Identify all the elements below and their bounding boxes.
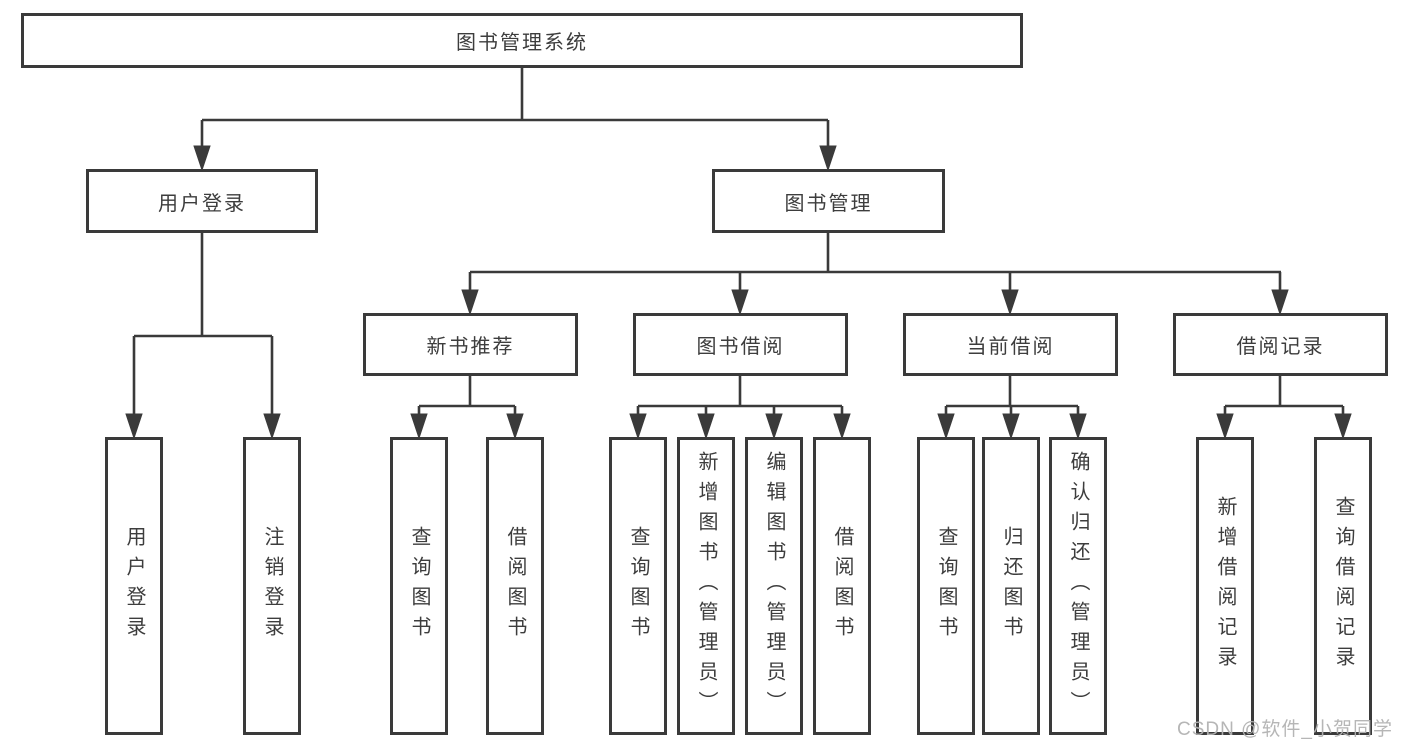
- leaf-edit-books-admin-label: 编辑图书（管理员）: [763, 451, 785, 721]
- leaf-query-borrow-record-label: 查询借阅记录: [1332, 496, 1354, 676]
- node-new-book-recommendation-label: 新书推荐: [426, 336, 515, 358]
- leaf-query-books-borrowing: 查询图书: [609, 437, 667, 735]
- leaf-confirm-return-admin: 确认归还（管理员）: [1049, 437, 1107, 735]
- connector-shafts: [132, 68, 1345, 417]
- leaf-user-login: 用户登录: [105, 437, 163, 735]
- leaf-return-books: 归还图书: [982, 437, 1040, 735]
- leaf-add-borrow-record: 新增借阅记录: [1196, 437, 1254, 735]
- leaf-query-books-current-label: 查询图书: [935, 526, 957, 646]
- leaf-return-books-label: 归还图书: [1000, 526, 1022, 646]
- leaf-borrow-books-borrowing-label: 借阅图书: [831, 526, 853, 646]
- leaf-add-borrow-record-label: 新增借阅记录: [1214, 496, 1236, 676]
- leaf-logout: 注销登录: [243, 437, 301, 735]
- node-user-login-label: 用户登录: [158, 192, 246, 215]
- leaf-add-books-admin-label: 新增图书（管理员）: [695, 451, 717, 721]
- node-book-management: 图书管理: [712, 169, 945, 233]
- leaf-edit-books-admin: 编辑图书（管理员）: [745, 437, 803, 735]
- node-root-label: 图书管理系统: [456, 32, 588, 54]
- leaf-borrow-books-recommend: 借阅图书: [486, 437, 544, 735]
- leaf-query-books-borrowing-label: 查询图书: [627, 526, 649, 646]
- node-current-borrowing: 当前借阅: [903, 313, 1118, 376]
- node-root: 图书管理系统: [21, 13, 1023, 68]
- leaf-query-books-recommend-label: 查询图书: [408, 526, 430, 646]
- node-current-borrowing-label: 当前借阅: [966, 336, 1055, 358]
- leaf-confirm-return-admin-label: 确认归还（管理员）: [1067, 451, 1089, 721]
- leaf-logout-label: 注销登录: [261, 526, 283, 646]
- arrowheads: [125, 145, 1352, 440]
- node-book-management-label: 图书管理: [784, 192, 873, 215]
- node-borrowing-records-label: 借阅记录: [1236, 336, 1325, 358]
- node-user-login: 用户登录: [86, 169, 318, 233]
- watermark: CSDN @软件_小贺同学: [1177, 719, 1393, 740]
- leaf-user-login-label: 用户登录: [123, 526, 145, 646]
- node-new-book-recommendation: 新书推荐: [363, 313, 578, 376]
- leaf-borrow-books-borrowing: 借阅图书: [813, 437, 871, 735]
- leaf-query-books-current: 查询图书: [917, 437, 975, 735]
- leaf-add-books-admin: 新增图书（管理员）: [677, 437, 735, 735]
- node-book-borrowing: 图书借阅: [633, 313, 848, 376]
- leaf-borrow-books-recommend-label: 借阅图书: [504, 526, 526, 646]
- node-borrowing-records: 借阅记录: [1173, 313, 1388, 376]
- node-book-borrowing-label: 图书借阅: [696, 336, 785, 358]
- leaf-query-books-recommend: 查询图书: [390, 437, 448, 735]
- leaf-query-borrow-record: 查询借阅记录: [1314, 437, 1372, 735]
